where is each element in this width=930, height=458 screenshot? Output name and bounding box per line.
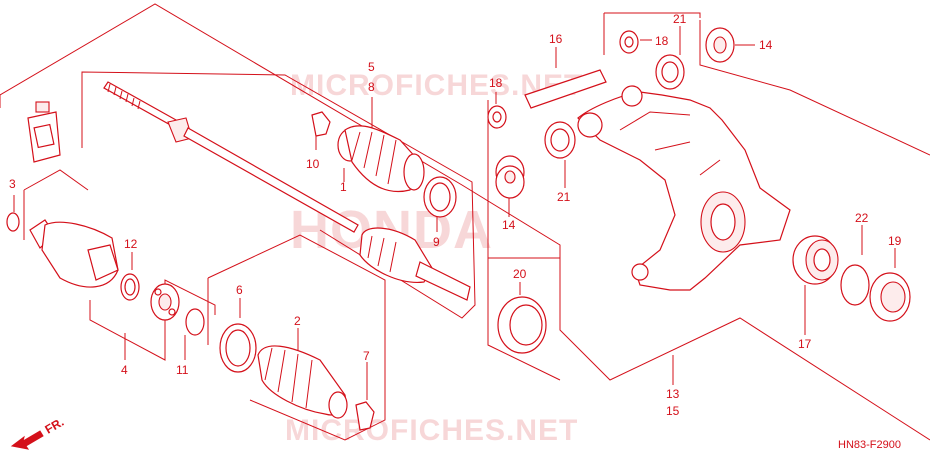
- circlip-22: [840, 264, 870, 306]
- callout-22: 22: [855, 211, 869, 225]
- bearing-21a: [544, 121, 576, 159]
- callout-14b: 14: [759, 38, 773, 52]
- callout-19: 19: [888, 234, 902, 248]
- callout-14a: 14: [502, 218, 516, 232]
- dust-seal-14b: [705, 27, 735, 63]
- inner-cv-joint: [359, 227, 471, 301]
- bearing-21b: [655, 54, 685, 90]
- oil-seal-20: [497, 296, 547, 354]
- boot-band-10: [311, 111, 331, 137]
- outer-boot-2: [257, 345, 348, 419]
- boot-band-7: [355, 401, 375, 431]
- callout-3: 3: [9, 177, 16, 191]
- snap-ring-12: [120, 273, 140, 301]
- watermark-bottom: MICROFICHES.NET: [285, 414, 578, 447]
- cv-cage: [150, 283, 180, 321]
- inner-boot-1: [337, 125, 425, 193]
- callout-9: 9: [433, 235, 440, 249]
- oil-seal-19: [869, 272, 911, 322]
- boot-band-9: [423, 176, 457, 218]
- callout-21b: 21: [557, 190, 571, 204]
- callout-13: 13: [666, 387, 680, 401]
- callout-2: 2: [294, 314, 301, 328]
- callout-1: 1: [340, 180, 347, 194]
- callout-6: 6: [236, 283, 243, 297]
- bearing-holder: [577, 85, 791, 291]
- group-outlines: [0, 3, 930, 441]
- callout-15: 15: [666, 404, 680, 418]
- callout-5: 5: [368, 60, 375, 74]
- dust-seal-14a: [495, 155, 525, 199]
- callout-8: 8: [368, 80, 375, 94]
- callout-labels: 5 8 10 1 9 3 12 4 11 6 2 7 16 18 18 21 1…: [9, 12, 902, 418]
- washer-18a: [487, 105, 507, 129]
- callout-18a: 18: [489, 76, 503, 90]
- callout-7: 7: [363, 349, 370, 363]
- circlip-3: [6, 212, 20, 232]
- callout-10: 10: [306, 157, 320, 171]
- callout-20: 20: [513, 267, 527, 281]
- callout-21a: 21: [673, 12, 687, 26]
- bearing-17: [792, 235, 839, 285]
- callout-17: 17: [798, 337, 812, 351]
- outer-cv-joint: [29, 219, 119, 288]
- boot-band-6: [219, 323, 257, 373]
- circlip-11: [185, 308, 205, 336]
- pivot-pin-16: [524, 69, 607, 109]
- front-label: FR.: [43, 415, 67, 437]
- front-arrow-icon: [10, 430, 44, 450]
- grease-bottle: [27, 101, 61, 163]
- front-direction-marker: FR.: [10, 415, 67, 450]
- callout-12: 12: [124, 237, 138, 251]
- diagram-code: HN83-F2900: [838, 439, 901, 451]
- callout-4: 4: [121, 363, 128, 377]
- drive-shaft: [103, 81, 359, 233]
- washer-18b: [619, 30, 639, 54]
- callout-16: 16: [549, 32, 563, 46]
- callout-11: 11: [176, 363, 189, 377]
- callout-18b: 18: [655, 34, 669, 48]
